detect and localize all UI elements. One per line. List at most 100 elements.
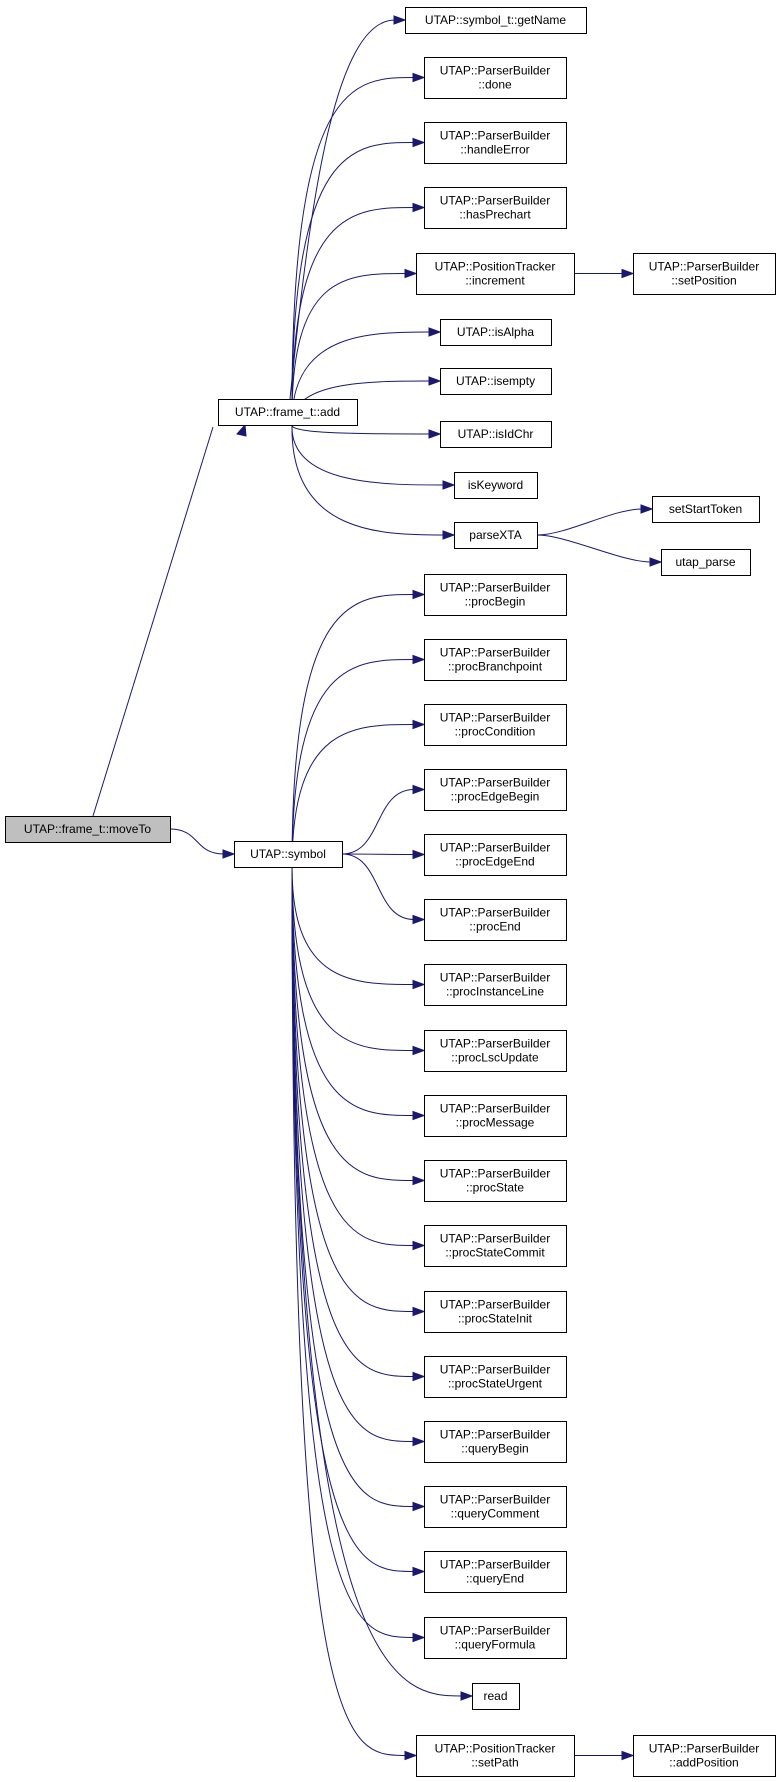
edge-symbol-to-set-path: [291, 866, 407, 1756]
node-proc-state-commit[interactable]: UTAP::ParserBuilder::procStateCommit: [424, 1225, 567, 1267]
node-add-position[interactable]: UTAP::ParserBuilder::addPosition: [633, 1735, 776, 1777]
node-parse-xta[interactable]: parseXTA: [454, 522, 538, 549]
node-box-move-to: [5, 816, 171, 843]
arrowhead-add: [236, 423, 247, 437]
edge-symbol-to-proc-message: [291, 866, 415, 1116]
node-get-name[interactable]: UTAP::symbol_t::getName: [405, 7, 587, 34]
node-move-to[interactable]: UTAP::frame_t::moveTo: [5, 816, 171, 843]
node-has-prechart[interactable]: UTAP::ParserBuilder::hasPrechart: [424, 187, 567, 229]
node-isempty[interactable]: UTAP::isempty: [440, 368, 552, 395]
node-proc-instance-line[interactable]: UTAP::ParserBuilder::procInstanceLine: [424, 964, 567, 1006]
node-label-query-begin-line-2: ::queryBegin: [461, 1442, 528, 1456]
node-proc-state-init[interactable]: UTAP::ParserBuilder::procStateInit: [424, 1291, 567, 1333]
node-box-query-formula: [424, 1617, 567, 1659]
node-done[interactable]: UTAP::ParserBuilder::done: [424, 57, 567, 99]
node-label-proc-edge-end-line-1: UTAP::ParserBuilder: [440, 841, 550, 855]
node-proc-message[interactable]: UTAP::ParserBuilder::procMessage: [424, 1095, 567, 1137]
node-label-proc-state-line-1: UTAP::ParserBuilder: [440, 1167, 550, 1181]
node-label-proc-branchpoint-line-2: ::procBranchpoint: [448, 660, 543, 674]
edge-symbol-to-proc-condition: [291, 724, 415, 868]
node-label-query-formula-line-1: UTAP::ParserBuilder: [440, 1624, 550, 1638]
node-read[interactable]: read: [472, 1683, 520, 1710]
arrowhead-handle-error: [412, 137, 426, 148]
node-query-begin[interactable]: UTAP::ParserBuilder::queryBegin: [424, 1421, 567, 1463]
edge-symbol-to-proc-instance-line: [291, 866, 415, 985]
edge-parse-xta-to-utap-parse: [536, 534, 652, 563]
node-proc-state[interactable]: UTAP::ParserBuilder::procState: [424, 1160, 567, 1202]
node-box-proc-edge-begin: [424, 769, 567, 811]
node-proc-condition[interactable]: UTAP::ParserBuilder::procCondition: [424, 704, 567, 746]
node-label-utap-parse-line-1: utap_parse: [675, 555, 735, 569]
node-box-proc-end: [424, 899, 567, 941]
node-is-keyword[interactable]: isKeyword: [454, 472, 538, 499]
node-label-set-start-token-line-1: setStartToken: [669, 502, 742, 516]
node-proc-lsc-update[interactable]: UTAP::ParserBuilder::procLscUpdate: [424, 1030, 567, 1072]
node-proc-branchpoint[interactable]: UTAP::ParserBuilder::procBranchpoint: [424, 639, 567, 681]
node-box-is-keyword: [454, 472, 538, 499]
edge-symbol-to-proc-lsc-update: [291, 866, 415, 1051]
node-box-read: [472, 1683, 520, 1710]
node-label-add-line-1: UTAP::frame_t::add: [235, 405, 340, 419]
node-label-increment-line-2: ::increment: [465, 274, 525, 288]
node-label-handle-error-line-2: ::handleError: [460, 143, 529, 157]
node-box-proc-begin: [424, 574, 567, 616]
node-proc-edge-begin[interactable]: UTAP::ParserBuilder::procEdgeBegin: [424, 769, 567, 811]
arrowhead-proc-state-urgent: [412, 1371, 426, 1382]
node-query-end[interactable]: UTAP::ParserBuilder::queryEnd: [424, 1551, 567, 1593]
node-query-comment[interactable]: UTAP::ParserBuilder::queryComment: [424, 1486, 567, 1528]
node-increment[interactable]: UTAP::PositionTracker::increment: [416, 253, 575, 295]
node-label-proc-message-line-1: UTAP::ParserBuilder: [440, 1102, 550, 1116]
node-box-get-name: [405, 7, 587, 34]
node-label-proc-state-commit-line-2: ::procStateCommit: [445, 1246, 545, 1260]
node-proc-state-urgent[interactable]: UTAP::ParserBuilder::procStateUrgent: [424, 1356, 567, 1398]
node-label-proc-edge-end-line-2: ::procEdgeEnd: [455, 855, 534, 869]
node-box-symbol: [234, 841, 343, 868]
node-set-start-token[interactable]: setStartToken: [652, 496, 760, 523]
node-set-position[interactable]: UTAP::ParserBuilder::setPosition: [633, 253, 776, 295]
node-box-set-path: [416, 1735, 575, 1777]
node-proc-begin[interactable]: UTAP::ParserBuilder::procBegin: [424, 574, 567, 616]
node-label-proc-edge-begin-line-2: ::procEdgeBegin: [451, 790, 540, 804]
node-is-id-chr[interactable]: UTAP::isIdChr: [440, 421, 552, 448]
node-box-proc-condition: [424, 704, 567, 746]
node-set-path[interactable]: UTAP::PositionTracker::setPath: [416, 1735, 575, 1777]
node-symbol[interactable]: UTAP::symbol: [234, 841, 343, 868]
node-label-proc-state-commit-line-1: UTAP::ParserBuilder: [440, 1232, 550, 1246]
arrowhead-query-begin: [412, 1436, 426, 1447]
arrowhead-has-prechart: [412, 202, 426, 213]
node-query-formula[interactable]: UTAP::ParserBuilder::queryFormula: [424, 1617, 567, 1659]
node-label-proc-state-line-2: ::procState: [466, 1181, 524, 1195]
arrowhead-increment: [404, 268, 418, 279]
node-label-move-to-line-1: UTAP::frame_t::moveTo: [24, 822, 151, 836]
node-label-proc-state-init-line-1: UTAP::ParserBuilder: [440, 1298, 550, 1312]
arrowhead-proc-edge-begin: [412, 784, 426, 795]
node-proc-edge-end[interactable]: UTAP::ParserBuilder::procEdgeEnd: [424, 834, 567, 876]
node-box-is-id-chr: [440, 421, 552, 448]
edge-symbol-to-proc-edge-end: [341, 853, 415, 855]
arrowhead-add-position: [621, 1750, 635, 1761]
node-box-proc-lsc-update: [424, 1030, 567, 1072]
edge-symbol-to-proc-branchpoint: [291, 659, 415, 868]
node-box-set-start-token: [652, 496, 760, 523]
node-utap-parse[interactable]: utap_parse: [661, 549, 751, 576]
node-box-proc-edge-end: [424, 834, 567, 876]
node-handle-error[interactable]: UTAP::ParserBuilder::handleError: [424, 122, 567, 164]
node-label-has-prechart-line-2: ::hasPrechart: [459, 208, 531, 222]
edge-move-to-to-add: [92, 426, 214, 817]
arrowhead-utap-parse: [649, 557, 663, 567]
node-label-proc-edge-begin-line-1: UTAP::ParserBuilder: [440, 776, 550, 790]
node-box-increment: [416, 253, 575, 295]
node-label-query-comment-line-1: UTAP::ParserBuilder: [440, 1493, 550, 1507]
edge-symbol-to-proc-edge-begin: [341, 789, 415, 855]
arrowhead-proc-state-init: [412, 1306, 426, 1317]
arrowhead-get-name: [393, 15, 407, 25]
node-label-set-position-line-1: UTAP::ParserBuilder: [649, 260, 759, 274]
node-add[interactable]: UTAP::frame_t::add: [218, 399, 358, 426]
node-proc-end[interactable]: UTAP::ParserBuilder::procEnd: [424, 899, 567, 941]
edge-move-to-to-symbol: [169, 828, 225, 855]
node-label-is-alpha-line-1: UTAP::isAlpha: [457, 325, 534, 339]
node-is-alpha[interactable]: UTAP::isAlpha: [440, 319, 552, 346]
node-box-proc-message: [424, 1095, 567, 1137]
edge-symbol-to-query-end: [291, 866, 415, 1572]
